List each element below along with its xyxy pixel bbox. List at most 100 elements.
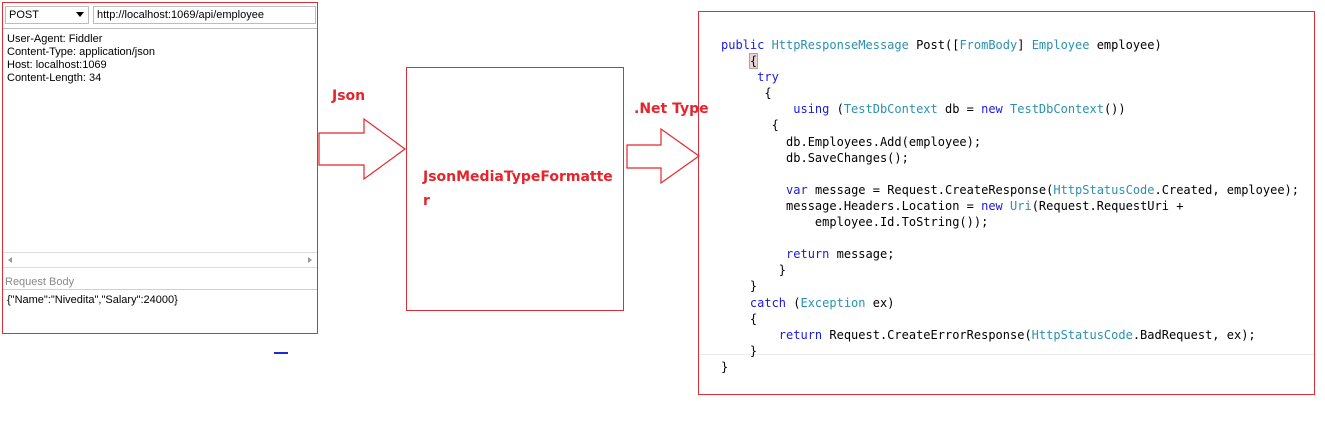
code-token: { [721,118,779,133]
code-block: public HttpResponseMessage Post([FromBod… [721,37,1299,375]
code-token: public [721,38,772,52]
formatter-label: JsonMediaTypeFormatter [423,169,613,209]
code-line: { [721,117,1299,133]
code-line: catch (Exception ex) [721,295,1299,311]
code-token: Exception [800,295,866,310]
code-token: Employee [1031,38,1090,52]
code-token: Post([ [908,38,960,52]
code-token [721,247,786,261]
code-line: { [721,85,1299,101]
code-token: using [793,102,830,117]
horizontal-scrollbar[interactable] [3,252,317,268]
text-cursor [274,352,288,354]
code-line: { [721,53,1299,70]
code-token: HttpStatusCode [1031,327,1133,342]
code-token: HttpStatusCode [1053,182,1155,197]
code-token: ex) [865,295,895,310]
current-line-highlight [699,354,1314,355]
code-line: employee.Id.ToString()); [721,214,1299,230]
fiddler-composer-panel: POST http://localhost:1069/api/employee … [2,2,318,334]
code-line [721,166,1299,182]
arrow-json [318,117,407,181]
code-token: Uri [1010,198,1032,213]
code-token: ] [1017,38,1032,52]
code-line: try [721,69,1299,85]
code-token: var [786,182,808,197]
code-token [1003,199,1010,213]
code-token: TestDbContext [843,102,938,117]
code-token: db = [937,102,982,117]
arrow-net-type [626,127,701,185]
code-token: catch [749,295,787,310]
code-line: using (TestDbContext db = new TestDbCont… [721,101,1299,117]
code-token: } [721,279,758,294]
header-line: User-Agent: Fiddler [7,33,103,45]
code-token [721,102,793,116]
code-line: public HttpResponseMessage Post([FromBod… [721,37,1299,53]
code-line: } [721,262,1299,278]
code-token: return [786,247,830,262]
code-line [721,230,1299,246]
code-token: message.Headers.Location = [721,198,982,213]
http-method-value: POST [9,9,39,21]
code-token: new [981,102,1003,117]
code-token: { [748,53,759,70]
code-line: } [721,359,1299,375]
code-token: employee.Id.ToString()); [721,215,989,230]
code-token: HttpResponseMessage [771,38,909,52]
code-token: } [721,263,787,278]
divider [3,289,317,290]
code-token [1003,102,1010,116]
code-token [721,183,786,197]
code-line: { [721,311,1299,327]
request-body-input[interactable]: {"Name":"Nivedita","Salary":24000} [7,294,178,306]
code-token: message; [829,247,895,262]
code-token: try [757,70,779,85]
code-editor-panel: public HttpResponseMessage Post([FromBod… [698,11,1315,395]
request-body-label: Request Body [5,276,75,288]
header-line: Host: localhost:1069 [7,59,107,71]
code-token: return [778,327,823,342]
code-token: ( [786,295,801,310]
code-token: employee) [1089,38,1162,52]
code-token: { [721,311,758,326]
json-media-type-formatter-box: JsonMediaTypeFormatter [406,67,624,311]
code-line: message.Headers.Location = new Uri(Reque… [721,198,1299,214]
code-token: db.SaveChanges(); [721,150,909,165]
code-line: } [721,343,1299,359]
json-label: Json [332,88,366,104]
code-token: ( [829,102,844,117]
code-token [721,296,750,310]
code-token [721,70,757,84]
code-token: .Created, employee); [1154,182,1300,197]
code-token: (Request.RequestUri + [1031,198,1184,213]
code-token: } [721,359,729,374]
code-token: .BadRequest, ex); [1132,327,1256,342]
header-line: Content-Length: 34 [7,72,102,84]
code-token: { [721,86,772,101]
code-line: return Request.CreateErrorResponse(HttpS… [721,327,1299,343]
code-token [721,328,779,342]
http-method-select[interactable]: POST [5,6,89,24]
code-token: new [981,198,1003,213]
chevron-down-icon [76,12,84,17]
code-token: ()) [1103,102,1126,117]
request-headers[interactable]: User-Agent: Fiddler Content-Type: applic… [7,33,155,85]
scroll-left-icon[interactable] [8,257,12,263]
code-token: TestDbContext [1010,102,1104,117]
code-token: Request.CreateErrorResponse( [822,327,1032,342]
net-type-label: .Net Type [634,101,709,117]
url-input[interactable]: http://localhost:1069/api/employee [93,6,316,24]
code-line: var message = Request.CreateResponse(Htt… [721,182,1299,198]
code-token: db.Employees.Add(employee); [721,134,982,149]
code-token: } [721,343,758,358]
code-line: db.Employees.Add(employee); [721,134,1299,150]
code-token: message = Request.CreateResponse( [807,182,1054,197]
code-line: db.SaveChanges(); [721,150,1299,166]
code-line: return message; [721,246,1299,262]
divider [3,28,317,29]
scroll-right-icon[interactable] [308,257,312,263]
code-token [721,54,750,68]
header-line: Content-Type: application/json [7,46,155,58]
